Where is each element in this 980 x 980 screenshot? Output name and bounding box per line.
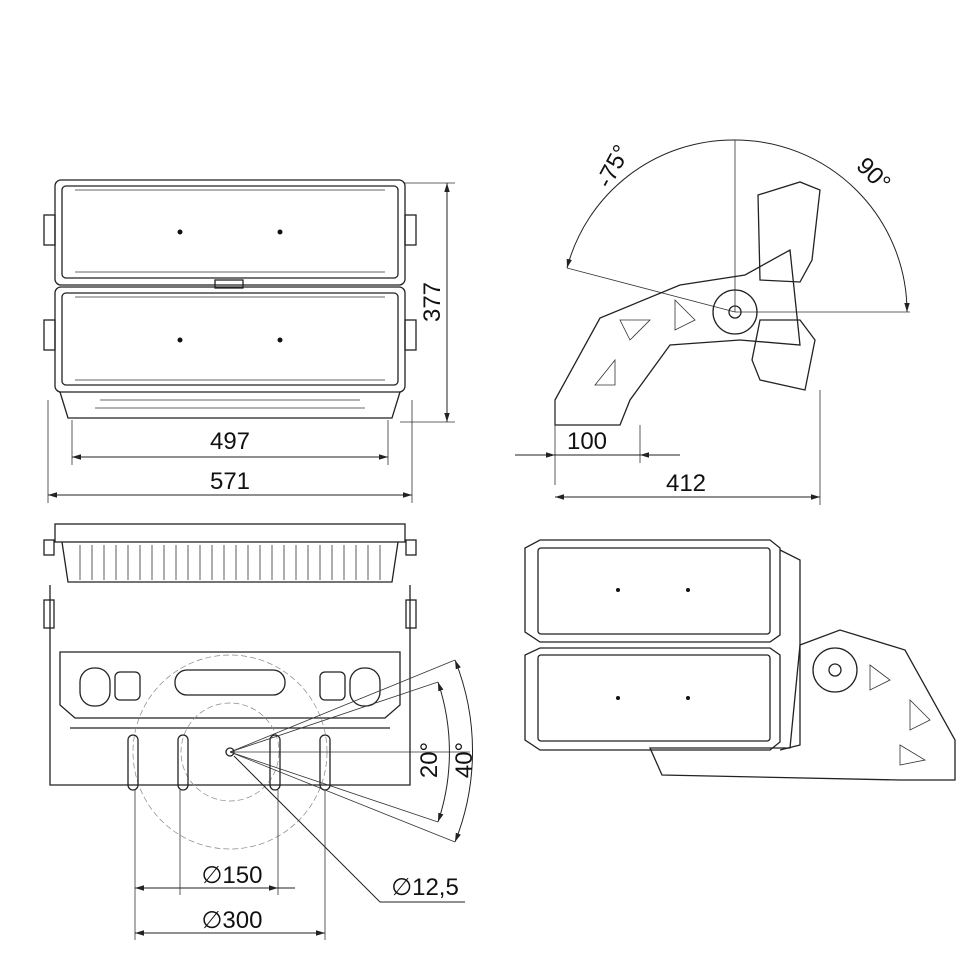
outer-width-dimension: 571 [210, 468, 250, 495]
negative-tilt-angle: -75° [591, 141, 636, 193]
height-dimension: 377 [419, 282, 446, 322]
hole-circle-150: ∅150 [202, 862, 263, 889]
angle-40: 40° [451, 742, 478, 778]
inner-width-dimension: 497 [210, 428, 250, 455]
hole-diameter: ∅12,5 [391, 874, 459, 901]
positive-tilt-angle: 90° [851, 152, 896, 197]
front-view: 377 497 571 [43, 179, 455, 503]
mount-view: 20° 40° ∅150 ∅300 ∅12,5 [43, 523, 478, 940]
side-view: -75° 90° 100 412 [515, 139, 910, 505]
angle-20: 20° [416, 742, 443, 778]
isometric-view [524, 539, 956, 781]
hole-circle-300: ∅300 [202, 907, 263, 934]
depth-dimension: 412 [666, 470, 706, 497]
base-dimension: 100 [567, 428, 607, 455]
